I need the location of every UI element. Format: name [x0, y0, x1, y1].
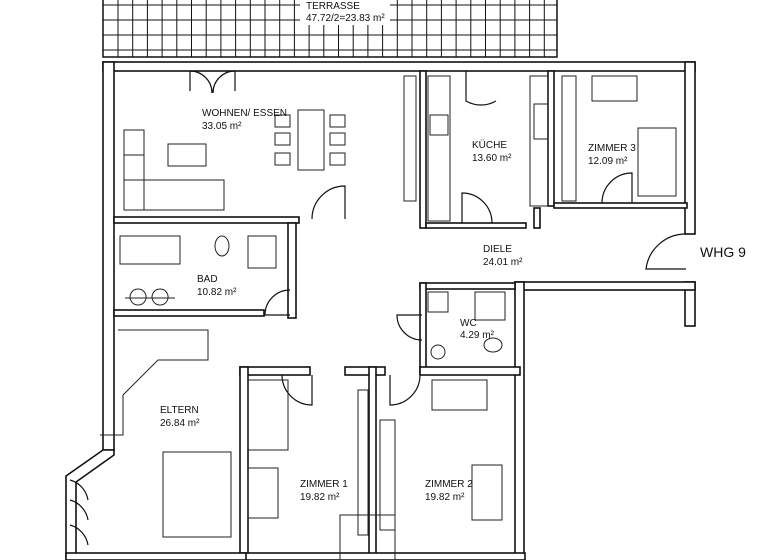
room-area-zimmer3: 12.09 m²	[588, 156, 628, 167]
room-name-diele: DIELE	[483, 244, 512, 255]
furniture	[100, 75, 677, 560]
room-name-zimmer2: ZIMMER 2	[425, 479, 473, 490]
room-area-terrace: 47.72/2=23.83 m²	[306, 13, 385, 24]
outer-walls	[65, 61, 696, 560]
room-name-bad: BAD	[197, 274, 218, 285]
room-name-wc: WC	[460, 318, 477, 329]
room-area-diele: 24.01 m²	[483, 257, 523, 268]
interior-walls	[65, 70, 688, 560]
room-name-kueche: KÜCHE	[472, 139, 507, 151]
room-area-wc: 4.29 m²	[460, 330, 495, 341]
room-area-zimmer1: 19.82 m²	[300, 492, 340, 503]
room-name-terrace: TERRASSE	[306, 1, 360, 12]
room-area-bad: 10.82 m²	[197, 287, 237, 298]
room-area-wohnen: 33.05 m²	[202, 121, 242, 132]
room-name-wohnen: WOHNEN/ ESSEN	[202, 108, 287, 119]
room-labels: TERRASSE 47.72/2=23.83 m² WOHNEN/ ESSEN …	[160, 0, 746, 503]
room-area-zimmer2: 19.82 m²	[425, 492, 465, 503]
room-area-eltern: 26.84 m²	[160, 418, 200, 429]
unit-label: WHG 9	[700, 244, 746, 260]
terrace-label-bg	[300, 0, 390, 25]
room-name-zimmer3: ZIMMER 3	[588, 143, 636, 154]
room-area-kueche: 13.60 m²	[472, 153, 512, 164]
room-name-eltern: ELTERN	[160, 405, 199, 416]
room-name-zimmer1: ZIMMER 1	[300, 479, 348, 490]
door-swings	[69, 70, 687, 546]
